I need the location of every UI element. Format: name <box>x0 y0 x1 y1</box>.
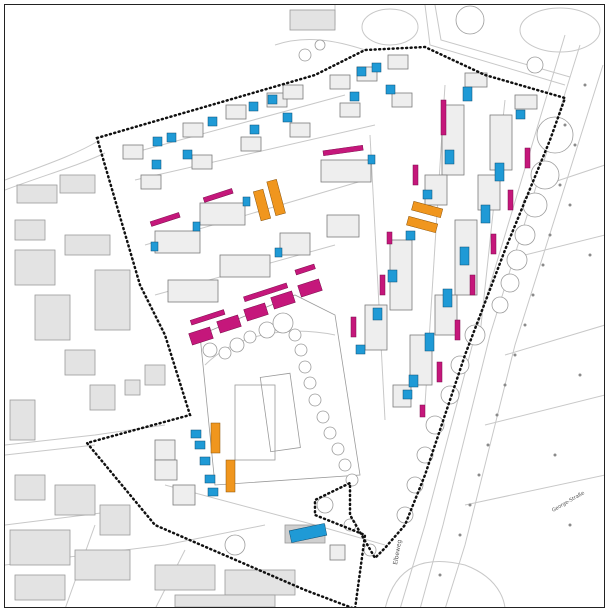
street-label-george-strasse: George-Straße <box>551 490 586 513</box>
street-label-elbeweg: Elbeweg <box>392 539 403 565</box>
map-frame: Elbeweg George-Straße <box>4 4 605 608</box>
site-plan-map[interactable]: Elbeweg George-Straße <box>5 5 605 608</box>
planned-houses <box>122 54 538 561</box>
survey-point-symbols <box>438 83 592 577</box>
existing-buildings <box>9 9 336 607</box>
orange-building-blocks <box>210 178 444 493</box>
magenta-building-blocks <box>149 99 531 418</box>
project-boundary-line[interactable] <box>84 45 567 608</box>
blue-building-blocks <box>150 62 526 543</box>
